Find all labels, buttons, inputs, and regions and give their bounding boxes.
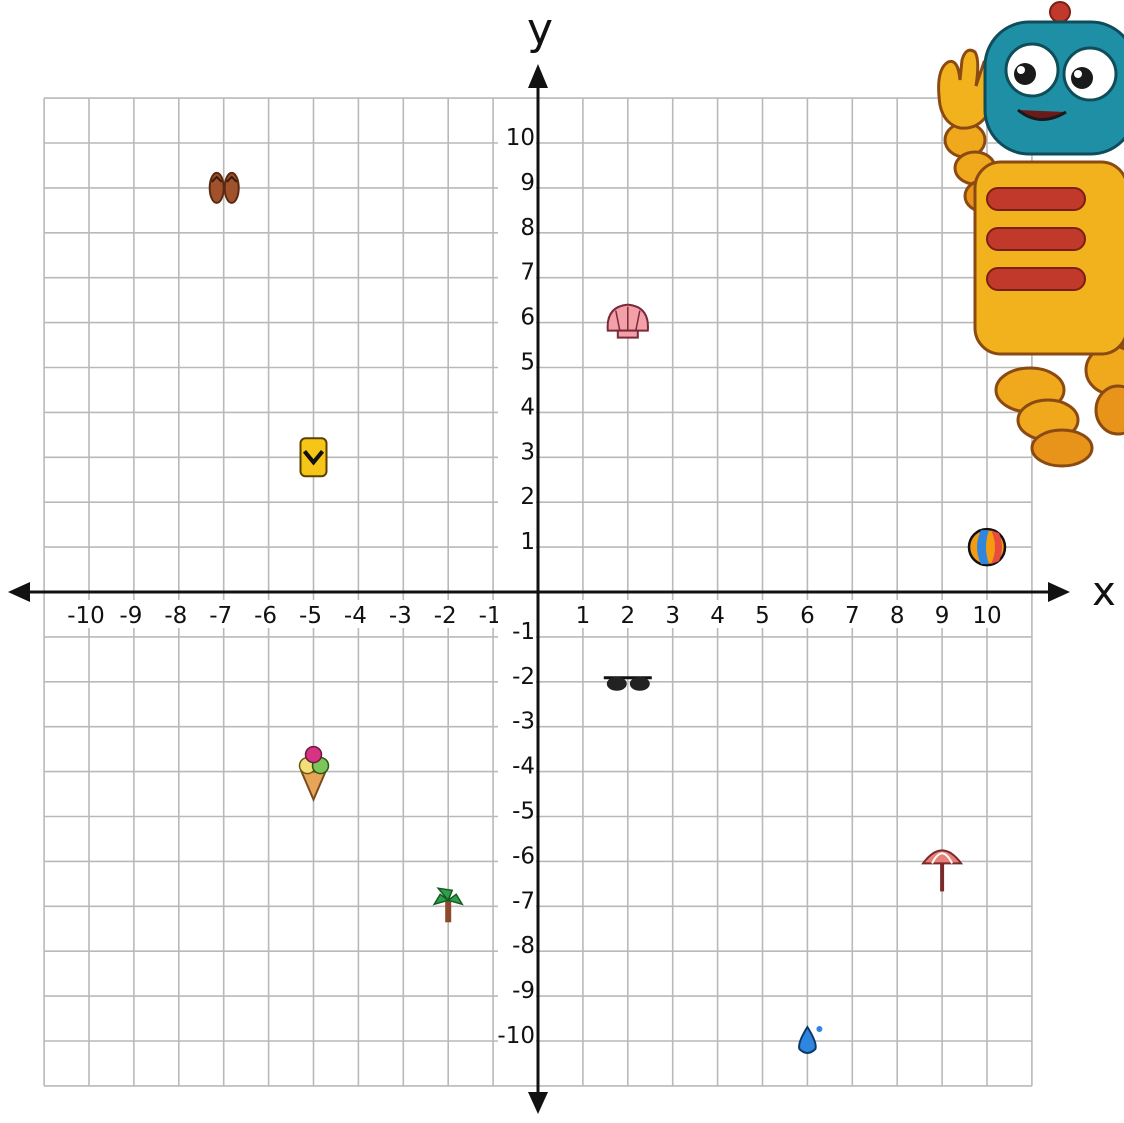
robot-head bbox=[985, 2, 1124, 154]
robot-leg-left bbox=[996, 368, 1092, 466]
swimsuit-shape bbox=[301, 438, 327, 476]
y-tick-label: 6 bbox=[520, 305, 535, 331]
x-tick-label: 6 bbox=[800, 603, 815, 629]
robot-mascot bbox=[939, 2, 1124, 466]
x-tick-label: -7 bbox=[209, 603, 232, 629]
water-drop-shape bbox=[799, 1027, 816, 1053]
y-tick-label: 1 bbox=[520, 529, 535, 555]
y-tick-label: -2 bbox=[512, 664, 535, 690]
x-tick-label: -8 bbox=[164, 603, 187, 629]
x-tick-label: -6 bbox=[254, 603, 277, 629]
data-point-swimsuit bbox=[301, 438, 327, 476]
y-axis-arrow-up bbox=[528, 64, 548, 88]
water-drop-splash bbox=[816, 1026, 822, 1032]
x-axis-arrow-left bbox=[8, 582, 30, 602]
axes: xy bbox=[8, 4, 1116, 1114]
y-tick-label: 5 bbox=[520, 350, 535, 376]
data-point-palm-tree bbox=[434, 888, 462, 922]
palm-trunk bbox=[445, 900, 451, 922]
x-tick-label: -2 bbox=[434, 603, 457, 629]
y-tick-label: 3 bbox=[520, 439, 535, 465]
x-tick-label: 8 bbox=[890, 603, 905, 629]
y-tick-label: 9 bbox=[520, 170, 535, 196]
y-tick-label: -1 bbox=[512, 619, 535, 645]
x-tick-label: -5 bbox=[299, 603, 322, 629]
x-tick-label: 4 bbox=[710, 603, 725, 629]
y-tick-label: -7 bbox=[512, 888, 535, 914]
x-tick-label: 3 bbox=[665, 603, 680, 629]
x-tick-label: 9 bbox=[935, 603, 950, 629]
x-axis-label: x bbox=[1092, 569, 1116, 615]
y-tick-label: 8 bbox=[520, 215, 535, 241]
data-point-beach-ball bbox=[969, 529, 1005, 565]
robot-body bbox=[975, 162, 1124, 354]
x-axis-arrow-right bbox=[1048, 582, 1070, 602]
x-tick-label: 2 bbox=[620, 603, 635, 629]
y-tick-label: -3 bbox=[512, 709, 535, 735]
ice-cream-scoop-pink bbox=[306, 747, 322, 763]
ice-cream-cone bbox=[302, 772, 326, 800]
data-point-ice-cream bbox=[300, 747, 329, 800]
data-point-water-drop bbox=[799, 1026, 822, 1053]
sunglasses-lens-left bbox=[607, 677, 627, 691]
y-tick-label: 4 bbox=[520, 394, 535, 420]
x-tick-label: -3 bbox=[389, 603, 412, 629]
y-tick-label: 2 bbox=[520, 484, 535, 510]
y-axis-label: y bbox=[527, 4, 553, 55]
y-tick-label: 7 bbox=[520, 260, 535, 286]
y-tick-label: -8 bbox=[512, 933, 535, 959]
y-tick-label: -4 bbox=[512, 754, 535, 780]
tick-labels: -10 -9 -8 -7 -6 -5 -4 -3 -2 -1 1 2 3 4 5 6 7 8 9 10 10 9 8 7 6 5 4… bbox=[67, 121, 1002, 1049]
y-tick-label: -10 bbox=[497, 1023, 535, 1049]
x-tick-label: 10 bbox=[972, 603, 1001, 629]
x-tick-label: -10 bbox=[67, 603, 105, 629]
y-tick-label: -6 bbox=[512, 843, 535, 869]
x-tick-label: -4 bbox=[344, 603, 367, 629]
umbrella-pole bbox=[940, 863, 944, 891]
y-tick-label: -5 bbox=[512, 799, 535, 825]
umbrella-canopy bbox=[923, 850, 961, 863]
y-tick-label: 10 bbox=[506, 125, 535, 151]
x-tick-label: 1 bbox=[576, 603, 591, 629]
y-axis-arrow-down bbox=[528, 1092, 548, 1114]
data-point-beach-umbrella bbox=[923, 850, 961, 891]
x-tick-label: -9 bbox=[119, 603, 142, 629]
x-tick-label: 7 bbox=[845, 603, 860, 629]
y-tick-label: -9 bbox=[512, 978, 535, 1004]
x-tick-label: 5 bbox=[755, 603, 770, 629]
data-point-seashell bbox=[608, 305, 648, 338]
sunglasses-lens-right bbox=[630, 677, 650, 691]
seashell-base bbox=[618, 331, 638, 338]
